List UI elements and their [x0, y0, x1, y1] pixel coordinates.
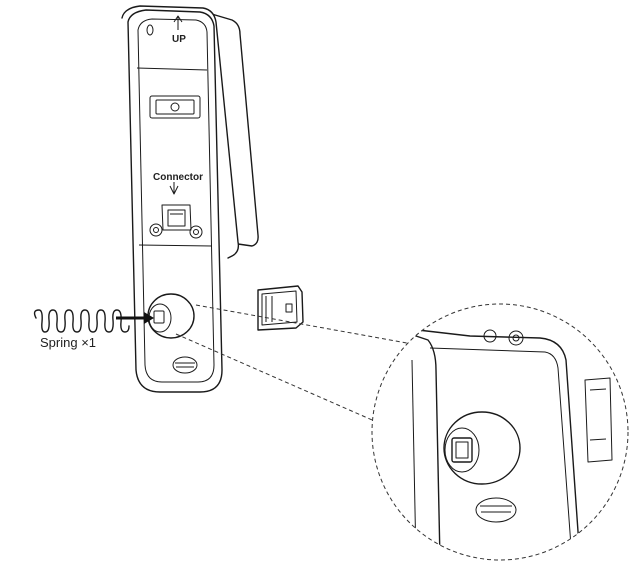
callout-line-bottom — [175, 333, 396, 431]
spring-quantity-label: Spring ×1 — [40, 335, 97, 350]
up-label: UP — [172, 34, 186, 45]
callout-line-top — [195, 304, 419, 346]
connector-label: Connector — [153, 172, 203, 183]
lock-body — [121, 5, 259, 393]
insert-arrow — [116, 312, 154, 324]
spring-illustration — [33, 309, 130, 333]
detail-zoom — [371, 303, 629, 561]
mounting-bracket — [257, 285, 304, 331]
